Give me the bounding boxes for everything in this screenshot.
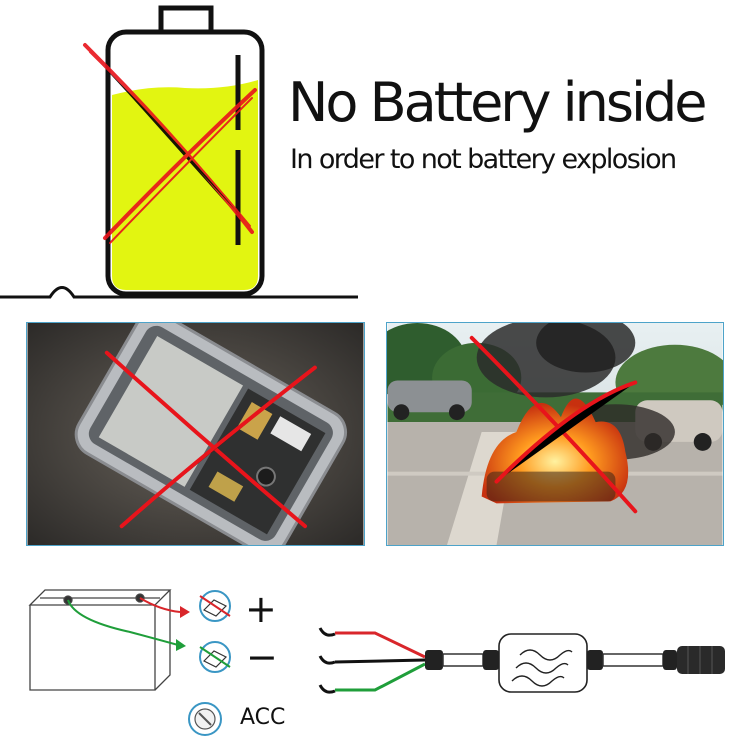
car-fire-photo: [386, 322, 724, 546]
headline: No Battery inside: [288, 71, 708, 134]
positive-terminal-icon: [199, 590, 231, 622]
negative-terminal-label: −: [246, 635, 278, 679]
ignition-key-icon: [188, 702, 222, 736]
red-cross-icon: [83, 43, 257, 244]
subheadline: In order to not battery explosion: [290, 144, 677, 175]
fork-terminals: [318, 627, 336, 694]
negative-terminal-icon: [199, 641, 231, 673]
battery-illustration: [0, 5, 358, 299]
ground-line: [0, 286, 358, 299]
phone-battery-photo: [26, 322, 365, 546]
power-adapter-icon: [498, 633, 588, 693]
acc-label: ACC: [240, 705, 286, 730]
positive-terminal-label: +: [245, 587, 277, 631]
dc-barrel-connector: [663, 646, 725, 674]
wiring-diagram: [28, 589, 725, 736]
car-battery-icon: [28, 589, 172, 691]
battery-icon: [105, 5, 265, 297]
